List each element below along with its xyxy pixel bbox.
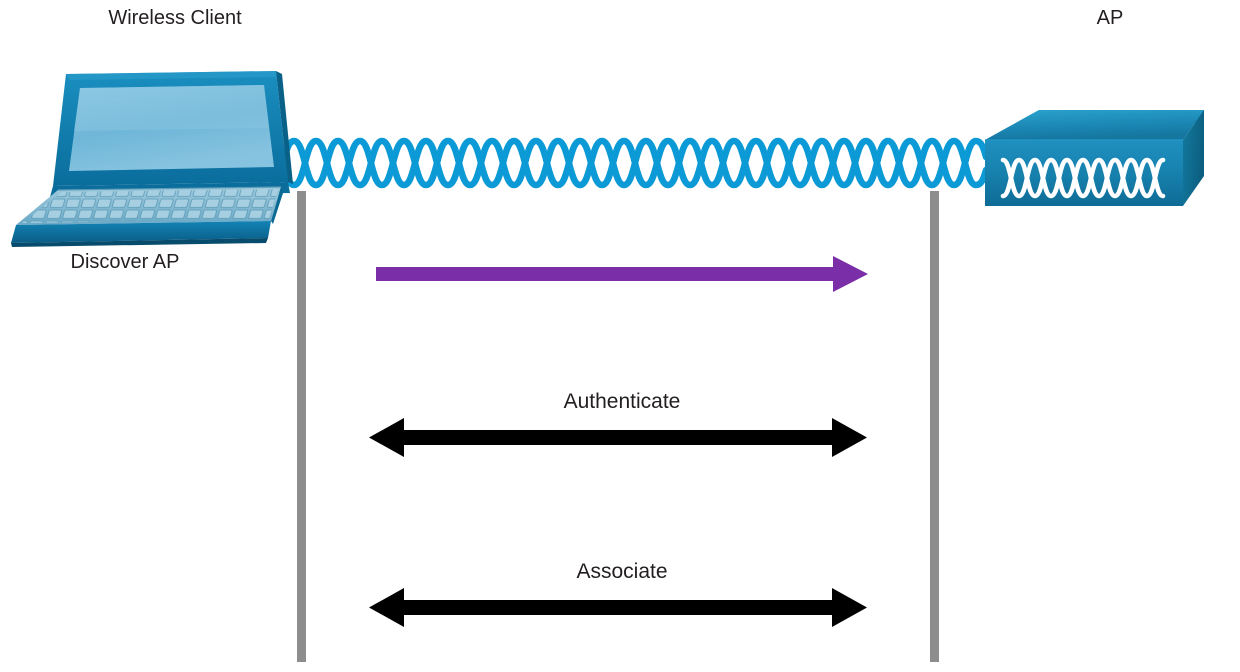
associate-message-arrow — [369, 588, 867, 627]
laptop-icon — [11, 71, 293, 247]
discover-ap-label: Discover AP — [70, 251, 180, 273]
authenticate-label: Authenticate — [563, 390, 681, 413]
wireless-link-icon — [268, 137, 990, 189]
authenticate-message-arrow — [369, 418, 867, 457]
associate-label: Associate — [576, 560, 668, 583]
discover-message-arrow — [376, 256, 868, 292]
ap-lifeline — [930, 191, 939, 662]
wireless-client-label: Wireless Client — [108, 7, 242, 29]
client-lifeline — [297, 191, 306, 662]
access-point-label: AP — [1096, 7, 1124, 29]
access-point-icon — [985, 110, 1204, 206]
